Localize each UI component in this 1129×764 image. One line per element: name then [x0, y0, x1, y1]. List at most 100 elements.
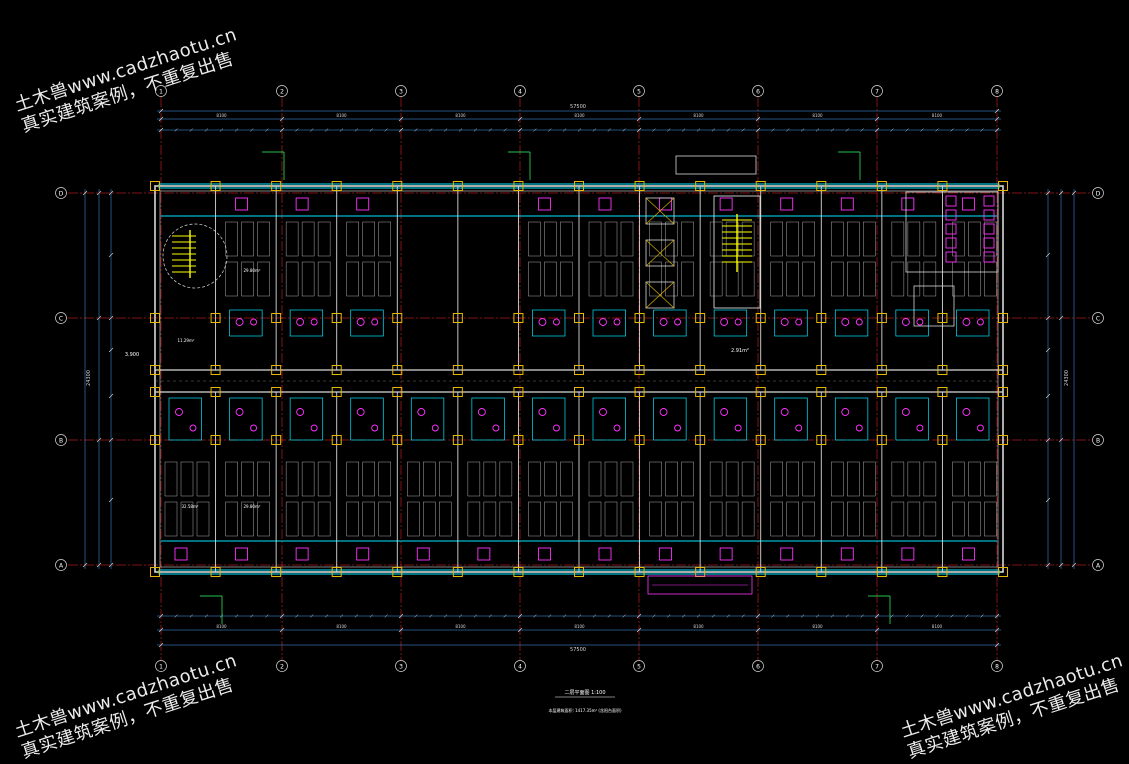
dim-tick: [681, 128, 686, 132]
washbasin-icon: [295, 197, 309, 211]
bed: [725, 501, 739, 537]
dim-tick: [158, 613, 164, 619]
column: [816, 567, 827, 577]
column: [513, 181, 524, 191]
sink-icon: [916, 318, 924, 326]
elevator-shaft: [645, 197, 675, 225]
dim-tick: [174, 128, 178, 132]
bed: [665, 461, 678, 497]
dim-tick: [108, 562, 114, 568]
toilet-icon: [983, 251, 995, 263]
bathroom-outline: [532, 397, 566, 441]
column: [271, 435, 282, 445]
column: [816, 387, 827, 397]
axis-label: D: [1096, 191, 1101, 198]
bed: [241, 501, 254, 537]
bed: [164, 461, 178, 497]
dim-tick: [994, 108, 1000, 114]
dim-tick: [96, 437, 102, 443]
axis-label: 5: [637, 664, 641, 671]
elevator-shaft: [645, 281, 675, 309]
toilet-icon: [538, 408, 547, 416]
column: [755, 567, 766, 577]
axis-bubble: [276, 85, 288, 97]
column: [271, 181, 282, 191]
column: [816, 313, 827, 323]
dim-tick: [681, 614, 686, 618]
bed: [770, 221, 783, 257]
bed: [863, 501, 876, 537]
column: [634, 567, 645, 577]
dim-tick: [108, 315, 114, 321]
bed: [483, 461, 497, 497]
sink-icon: [371, 318, 379, 326]
dim-tick: [1058, 562, 1064, 568]
toilet-icon: [945, 195, 957, 207]
bathroom-outline: [229, 397, 263, 441]
bed: [620, 261, 634, 297]
axis-label: 3: [399, 664, 403, 671]
toilet-icon: [356, 318, 365, 326]
column: [998, 567, 1008, 577]
bed: [907, 221, 921, 257]
washroom: [913, 285, 955, 327]
column: [210, 567, 221, 577]
dim-tick: [354, 614, 359, 618]
dim-tick: [696, 614, 701, 618]
dim-tick: [935, 128, 939, 132]
bed: [560, 221, 573, 257]
dim-label: 8100: [693, 624, 704, 629]
plan-layer: [150, 151, 1008, 624]
sink-icon: [552, 318, 560, 326]
bed: [863, 461, 876, 497]
bed: [423, 461, 436, 497]
toilet-icon: [945, 223, 957, 235]
bed: [588, 501, 602, 537]
bed: [499, 461, 513, 497]
dim-tick: [279, 613, 285, 619]
sink-icon: [734, 318, 742, 326]
washbasin-icon: [659, 547, 673, 561]
entrance-steps: [647, 575, 753, 595]
column: [452, 387, 463, 397]
axis-label: A: [59, 563, 64, 570]
washbasin-icon: [356, 547, 370, 561]
dim-tick: [398, 116, 404, 122]
bed: [831, 261, 844, 297]
axis-label: B: [1096, 438, 1100, 445]
bathroom-outline: [774, 397, 808, 441]
dim-tick: [800, 128, 805, 132]
sink-icon: [674, 424, 682, 432]
bed: [544, 221, 557, 257]
column: [150, 313, 160, 323]
bed: [285, 261, 299, 297]
bed: [952, 221, 965, 257]
column: [574, 387, 584, 397]
axis-label: 8: [995, 89, 999, 96]
bed: [665, 501, 678, 537]
dim-tick: [503, 614, 507, 618]
toilet-icon: [780, 318, 789, 326]
bed: [467, 501, 481, 537]
dim-tick: [108, 437, 114, 443]
dim-tick: [771, 128, 775, 132]
dim-tick: [1045, 437, 1051, 443]
bed: [301, 461, 315, 497]
axis-label: 6: [756, 664, 760, 671]
axis-label: 5: [637, 89, 641, 96]
washbasin-icon: [537, 547, 551, 561]
axis-bubble: [276, 660, 288, 672]
column: [452, 567, 463, 577]
room-area-label: 32.58m²: [182, 504, 199, 509]
dim-tick: [369, 614, 373, 618]
dim-tick: [562, 614, 567, 618]
toilet-icon: [983, 237, 995, 249]
bed: [285, 221, 299, 257]
bathroom-outline: [471, 397, 505, 441]
axis-bubble: [1092, 559, 1104, 571]
axis-label: 6: [756, 89, 760, 96]
bed: [863, 221, 876, 257]
dim-tick: [429, 128, 433, 132]
dim-tick: [354, 128, 359, 132]
column: [876, 387, 887, 397]
